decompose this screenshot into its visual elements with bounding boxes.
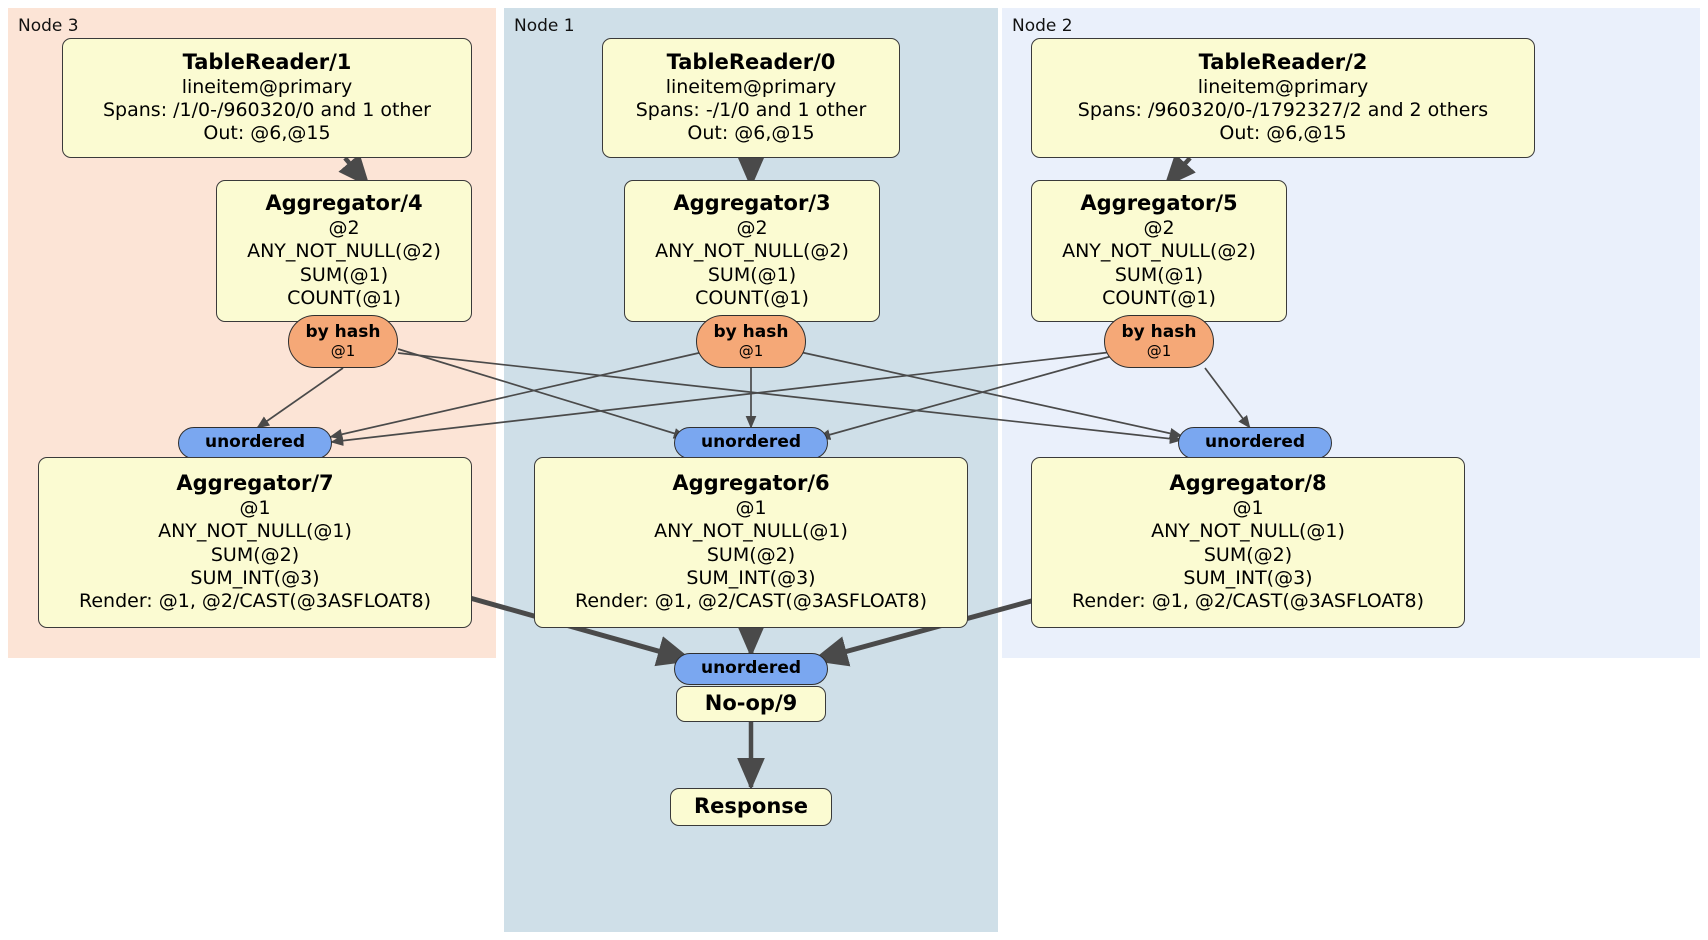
node-aggregator-3[interactable]: Aggregator/3 @2 ANY_NOT_NULL(@2) SUM(@1)…: [624, 180, 880, 322]
node-line: Out: @6,@15: [1219, 122, 1347, 145]
node-line: Render: @1, @2/CAST(@3ASFLOAT8): [79, 590, 431, 613]
node-line: ANY_NOT_NULL(@1): [654, 520, 848, 543]
node-line: COUNT(@1): [1102, 287, 1216, 310]
node-line: SUM(@1): [1114, 263, 1204, 286]
synchronizer-unordered-noop-9[interactable]: unordered: [674, 653, 828, 685]
node-line: @2: [1143, 217, 1175, 240]
node-title: Aggregator/8: [1169, 471, 1327, 496]
router-by-hash-aggregator-5[interactable]: by hash @1: [1104, 315, 1214, 368]
node-title: No-op/9: [704, 691, 798, 716]
node-title: Aggregator/6: [672, 471, 830, 496]
synchronizer-unordered-aggregator-7[interactable]: unordered: [178, 427, 332, 459]
node-line: SUM(@2): [706, 543, 796, 566]
node-line: SUM_INT(@3): [190, 566, 320, 589]
synchronizer-unordered-aggregator-6[interactable]: unordered: [674, 427, 828, 459]
synchronizer-label: unordered: [1204, 432, 1306, 453]
node-title: Aggregator/4: [265, 191, 423, 216]
cluster-label-node-2: Node 2: [1012, 16, 1073, 36]
node-line: SUM(@1): [707, 263, 797, 286]
synchronizer-label: unordered: [204, 432, 306, 453]
node-aggregator-4[interactable]: Aggregator/4 @2 ANY_NOT_NULL(@2) SUM(@1)…: [216, 180, 472, 322]
node-line: ANY_NOT_NULL(@2): [247, 240, 441, 263]
node-line: @1: [735, 496, 767, 519]
node-title: Response: [693, 794, 809, 819]
node-line: SUM(@1): [299, 263, 389, 286]
synchronizer-label: unordered: [700, 432, 802, 453]
node-line: lineitem@primary: [181, 75, 353, 98]
router-by-hash-aggregator-3[interactable]: by hash @1: [696, 315, 806, 368]
node-line: lineitem@primary: [665, 75, 837, 98]
node-title: TableReader/1: [182, 50, 352, 75]
node-line: @1: [239, 496, 271, 519]
router-sublabel: @1: [738, 341, 764, 360]
node-line: lineitem@primary: [1197, 75, 1369, 98]
node-title: Aggregator/7: [176, 471, 334, 496]
node-line: @2: [736, 217, 768, 240]
node-title: Aggregator/3: [673, 191, 831, 216]
node-tablereader-0[interactable]: TableReader/0 lineitem@primary Spans: -/…: [602, 38, 900, 158]
node-title: Aggregator/5: [1080, 191, 1238, 216]
node-line: COUNT(@1): [695, 287, 809, 310]
node-title: TableReader/0: [666, 50, 836, 75]
node-line: Render: @1, @2/CAST(@3ASFLOAT8): [1072, 590, 1424, 613]
node-line: ANY_NOT_NULL(@1): [158, 520, 352, 543]
node-aggregator-7[interactable]: Aggregator/7 @1 ANY_NOT_NULL(@1) SUM(@2)…: [38, 457, 472, 628]
synchronizer-label: unordered: [700, 658, 802, 679]
node-aggregator-5[interactable]: Aggregator/5 @2 ANY_NOT_NULL(@2) SUM(@1)…: [1031, 180, 1287, 322]
node-line: Render: @1, @2/CAST(@3ASFLOAT8): [575, 590, 927, 613]
node-line: SUM_INT(@3): [1183, 566, 1313, 589]
router-label: by hash: [1121, 322, 1197, 343]
router-sublabel: @1: [330, 341, 356, 360]
node-line: SUM(@2): [1203, 543, 1293, 566]
node-line: Out: @6,@15: [203, 122, 331, 145]
node-noop-9[interactable]: No-op/9: [676, 686, 826, 722]
node-line: @1: [1232, 496, 1264, 519]
node-tablereader-1[interactable]: TableReader/1 lineitem@primary Spans: /1…: [62, 38, 472, 158]
cluster-label-node-3: Node 3: [18, 16, 79, 36]
node-line: COUNT(@1): [287, 287, 401, 310]
node-line: Spans: /1/0-/960320/0 and 1 other: [103, 99, 431, 122]
node-line: ANY_NOT_NULL(@2): [1062, 240, 1256, 263]
node-aggregator-8[interactable]: Aggregator/8 @1 ANY_NOT_NULL(@1) SUM(@2)…: [1031, 457, 1465, 628]
cluster-label-node-1: Node 1: [514, 16, 575, 36]
node-line: @2: [328, 217, 360, 240]
node-line: SUM(@2): [210, 543, 300, 566]
node-line: Out: @6,@15: [687, 122, 815, 145]
node-tablereader-2[interactable]: TableReader/2 lineitem@primary Spans: /9…: [1031, 38, 1535, 158]
node-line: ANY_NOT_NULL(@2): [655, 240, 849, 263]
node-line: Spans: /960320/0-/1792327/2 and 2 others: [1077, 99, 1489, 122]
synchronizer-unordered-aggregator-8[interactable]: unordered: [1178, 427, 1332, 459]
router-by-hash-aggregator-4[interactable]: by hash @1: [288, 315, 398, 368]
router-label: by hash: [713, 322, 789, 343]
node-line: ANY_NOT_NULL(@1): [1151, 520, 1345, 543]
node-title: TableReader/2: [1198, 50, 1368, 75]
router-sublabel: @1: [1146, 341, 1172, 360]
node-response[interactable]: Response: [670, 788, 832, 826]
node-aggregator-6[interactable]: Aggregator/6 @1 ANY_NOT_NULL(@1) SUM(@2)…: [534, 457, 968, 628]
router-label: by hash: [305, 322, 381, 343]
node-line: SUM_INT(@3): [686, 566, 816, 589]
node-line: Spans: -/1/0 and 1 other: [635, 99, 867, 122]
